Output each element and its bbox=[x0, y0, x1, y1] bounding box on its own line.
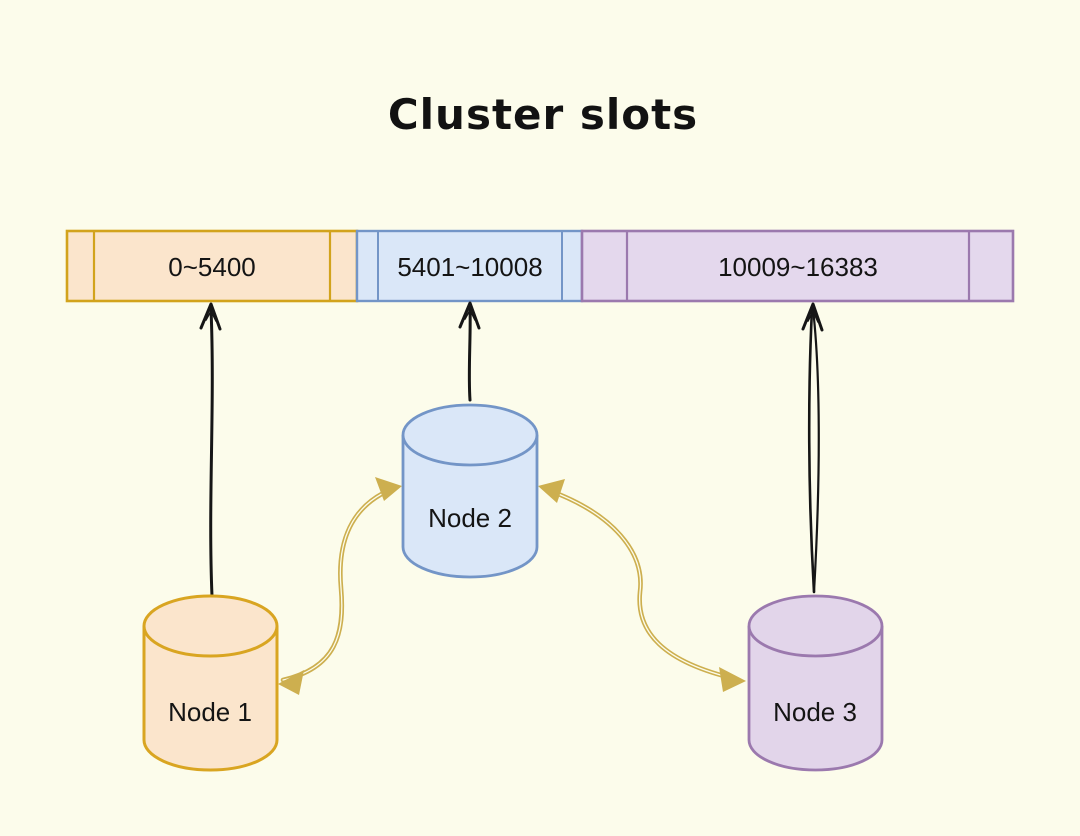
arrow-node3-head bbox=[801, 302, 824, 332]
node-3-cylinder: Node 3 bbox=[747, 594, 884, 772]
slot-range-node3: 10009~16383 bbox=[718, 252, 878, 282]
slot-segment-node1-rect bbox=[65, 229, 359, 303]
arrow-node2-head bbox=[458, 301, 481, 330]
slot-segment-node3-rect bbox=[580, 229, 1015, 303]
slot-segment-node2-rect bbox=[355, 229, 584, 303]
node-3-label: Node 3 bbox=[773, 697, 857, 727]
slot-segment-node1: 0~5400 bbox=[65, 229, 359, 303]
curved-arrow-head-into-node3 bbox=[719, 667, 746, 692]
node-1-body bbox=[142, 626, 279, 772]
replication-arrows bbox=[278, 477, 746, 695]
curved-arrow-node1-node2 bbox=[278, 477, 402, 695]
arrow-node3-head-inner bbox=[807, 310, 819, 323]
arrow-node1-head-inner bbox=[205, 310, 217, 322]
node-3-body bbox=[747, 626, 884, 772]
slot-range-node1: 0~5400 bbox=[168, 252, 255, 282]
curved-arrow-right-stroke bbox=[545, 487, 739, 682]
curved-arrow-head-into-node1 bbox=[278, 670, 304, 695]
arrow-node2-to-slots bbox=[458, 301, 481, 402]
arrow-node2-shaft bbox=[467, 306, 472, 402]
slot-bar: 0~5400 5401~10008 10009~16383 bbox=[65, 229, 1015, 303]
arrow-node1-head bbox=[199, 302, 222, 331]
arrow-node3-to-slots bbox=[801, 302, 824, 594]
slot-range-node2: 5401~10008 bbox=[397, 252, 542, 282]
curved-arrow-head-into-node2-right bbox=[538, 479, 565, 503]
node-1-cylinder: Node 1 bbox=[142, 594, 279, 772]
curved-arrow-node2-node3 bbox=[538, 479, 746, 692]
curved-arrow-left-double-line bbox=[282, 488, 393, 681]
curved-arrow-head-into-node2-left bbox=[375, 477, 402, 501]
slot-segment-node3: 10009~16383 bbox=[580, 229, 1015, 303]
node-2-label: Node 2 bbox=[428, 503, 512, 533]
node-2-top bbox=[401, 403, 539, 467]
arrow-node3-shaft-double bbox=[811, 307, 820, 594]
node-2-cylinder: Node 2 bbox=[401, 403, 539, 579]
arrow-node1-to-slots bbox=[199, 302, 222, 598]
arrow-node1-shaft bbox=[209, 307, 214, 598]
curved-arrow-left-stroke bbox=[280, 486, 395, 683]
node-2-body bbox=[401, 435, 539, 579]
node-3-top bbox=[747, 594, 884, 658]
diagram-title: Cluster slots bbox=[388, 90, 698, 139]
arrow-node2-head-inner bbox=[464, 309, 476, 321]
node-1-top bbox=[142, 594, 279, 658]
slot-segment-node2: 5401~10008 bbox=[355, 229, 584, 303]
curved-arrow-right-double-line bbox=[547, 489, 737, 680]
arrow-node3-shaft bbox=[807, 307, 816, 594]
node-1-label: Node 1 bbox=[168, 697, 252, 727]
slot-assignment-arrows bbox=[199, 301, 824, 598]
